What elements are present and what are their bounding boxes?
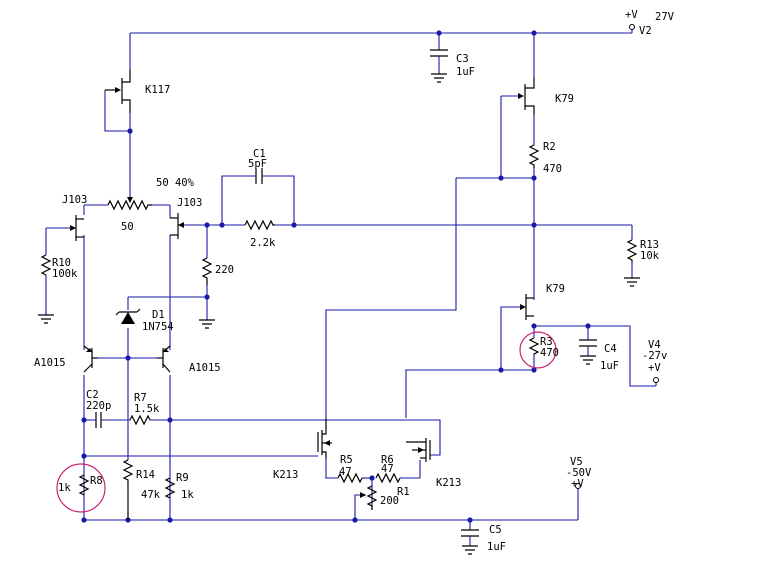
c5-capacitor-symbol bbox=[461, 529, 479, 555]
c2-capacitor-symbol bbox=[90, 412, 106, 428]
a1015-right-transistor-symbol bbox=[157, 345, 171, 373]
c1-value-label: 5pF bbox=[248, 158, 267, 170]
d1-value-label: 1N754 bbox=[142, 321, 174, 333]
v4-symbol-label: +V bbox=[648, 362, 661, 374]
c2-value-label: 220p bbox=[86, 400, 111, 412]
r3-name-label: R3 bbox=[540, 336, 553, 348]
r14-name-label: R14 bbox=[136, 469, 155, 481]
k213-right-label: K213 bbox=[436, 477, 461, 489]
j103-left-label: J103 bbox=[62, 194, 87, 206]
d1-zener-symbol bbox=[115, 308, 141, 324]
c1-capacitor-symbol bbox=[250, 168, 268, 184]
j103-left-jfet-symbol bbox=[70, 215, 84, 241]
r14-value-label: 47k bbox=[141, 489, 161, 501]
k213-left-label: K213 bbox=[273, 469, 298, 481]
r3-resistor-symbol bbox=[528, 337, 540, 355]
r1-name-label: R1 bbox=[397, 486, 410, 498]
r8-value-label: 1k bbox=[58, 482, 71, 494]
r6-value-label: 47 bbox=[381, 463, 394, 475]
r5-name-label: R5 bbox=[340, 454, 353, 466]
v5-value-label: -50V bbox=[566, 467, 592, 479]
pot-value-label: 50 bbox=[121, 221, 134, 233]
feedback-resistor-value-label: 2.2k bbox=[250, 237, 276, 249]
r5-value-label: 47 bbox=[339, 466, 352, 478]
c1-name-label: C1 bbox=[253, 148, 266, 160]
r2-name-label: R2 bbox=[543, 141, 556, 153]
c4-name-label: C4 bbox=[604, 343, 617, 355]
r13-value-label: 10k bbox=[640, 250, 660, 262]
v2-terminal-symbol bbox=[629, 24, 635, 33]
k79-bottom-label: K79 bbox=[546, 283, 565, 295]
a1015-left-transistor-symbol bbox=[83, 345, 98, 373]
junction-dots bbox=[81, 30, 591, 523]
wires bbox=[45, 32, 656, 530]
c4-value-label: 1uF bbox=[600, 360, 619, 372]
r5-resistor-symbol bbox=[337, 472, 363, 484]
r6-name-label: R6 bbox=[381, 454, 394, 466]
c3-value-label: 1uF bbox=[456, 66, 475, 78]
balance-pot-symbol bbox=[107, 197, 152, 211]
v2-name-label: V2 bbox=[639, 25, 652, 37]
c3-name-label: C3 bbox=[456, 53, 469, 65]
r2-resistor-symbol bbox=[528, 144, 540, 168]
k79-top-label: K79 bbox=[555, 93, 574, 105]
c3-capacitor-symbol bbox=[430, 49, 448, 83]
v4-name-label: V4 bbox=[648, 339, 661, 351]
pot-setting-label: 50 40% bbox=[156, 177, 195, 189]
labels: +V 27V V2 K117 C3 1uF K79 R2 470 C1 5pF … bbox=[34, 9, 675, 553]
r2-value-label: 470 bbox=[543, 163, 562, 175]
j103-right-jfet-symbol bbox=[170, 213, 184, 239]
k213-right-mosfet-symbol bbox=[406, 438, 431, 462]
v5-name-label: V5 bbox=[570, 456, 583, 468]
d1-name-label: D1 bbox=[152, 309, 165, 321]
r9-resistor-symbol bbox=[164, 477, 176, 499]
r13-name-label: R13 bbox=[640, 239, 659, 251]
v5-terminal-symbol bbox=[575, 483, 581, 489]
r3-value-label: 470 bbox=[540, 347, 559, 359]
v4-value-label: -27v bbox=[642, 350, 667, 362]
v5-symbol-label: +V bbox=[571, 478, 584, 490]
r7-name-label: R7 bbox=[134, 392, 147, 404]
k79-top-jfet-symbol bbox=[501, 78, 535, 115]
v4-terminal-symbol bbox=[653, 377, 659, 386]
a1015-right-label: A1015 bbox=[189, 362, 221, 374]
k79-bottom-jfet-symbol bbox=[520, 294, 534, 320]
r220-resistor-symbol bbox=[199, 257, 215, 329]
r7-value-label: 1.5k bbox=[134, 403, 160, 415]
v2-symbol-label: +V bbox=[625, 9, 638, 21]
r8-name-label: R8 bbox=[90, 475, 103, 487]
c2-name-label: C2 bbox=[86, 389, 99, 401]
r6-resistor-symbol bbox=[375, 472, 401, 484]
r10-name-label: R10 bbox=[52, 257, 71, 269]
r14-resistor-symbol bbox=[122, 459, 134, 520]
j103-right-label: J103 bbox=[177, 197, 202, 209]
c5-value-label: 1uF bbox=[487, 541, 506, 553]
c5-name-label: C5 bbox=[489, 524, 502, 536]
r1-value-label: 200 bbox=[380, 495, 399, 507]
r1-trimpot-symbol bbox=[360, 485, 378, 510]
r220-value-label: 220 bbox=[215, 264, 234, 276]
k117-label: K117 bbox=[145, 84, 170, 96]
r7-resistor-symbol bbox=[129, 414, 151, 426]
a1015-left-label: A1015 bbox=[34, 357, 66, 369]
k117-jfet-symbol bbox=[105, 70, 131, 113]
r10-value-label: 100k bbox=[52, 268, 78, 280]
r9-name-label: R9 bbox=[176, 472, 189, 484]
r13-resistor-symbol bbox=[624, 239, 640, 287]
r9-value-label: 1k bbox=[181, 489, 194, 501]
v2-value-label: 27V bbox=[655, 11, 675, 23]
r10-resistor-symbol bbox=[38, 254, 54, 324]
r8-resistor-symbol bbox=[78, 474, 90, 496]
feedback-resistor-symbol bbox=[244, 219, 275, 231]
highlight-marks bbox=[56, 331, 557, 513]
c4-capacitor-symbol bbox=[579, 339, 597, 365]
k213-left-mosfet-symbol bbox=[317, 418, 332, 458]
